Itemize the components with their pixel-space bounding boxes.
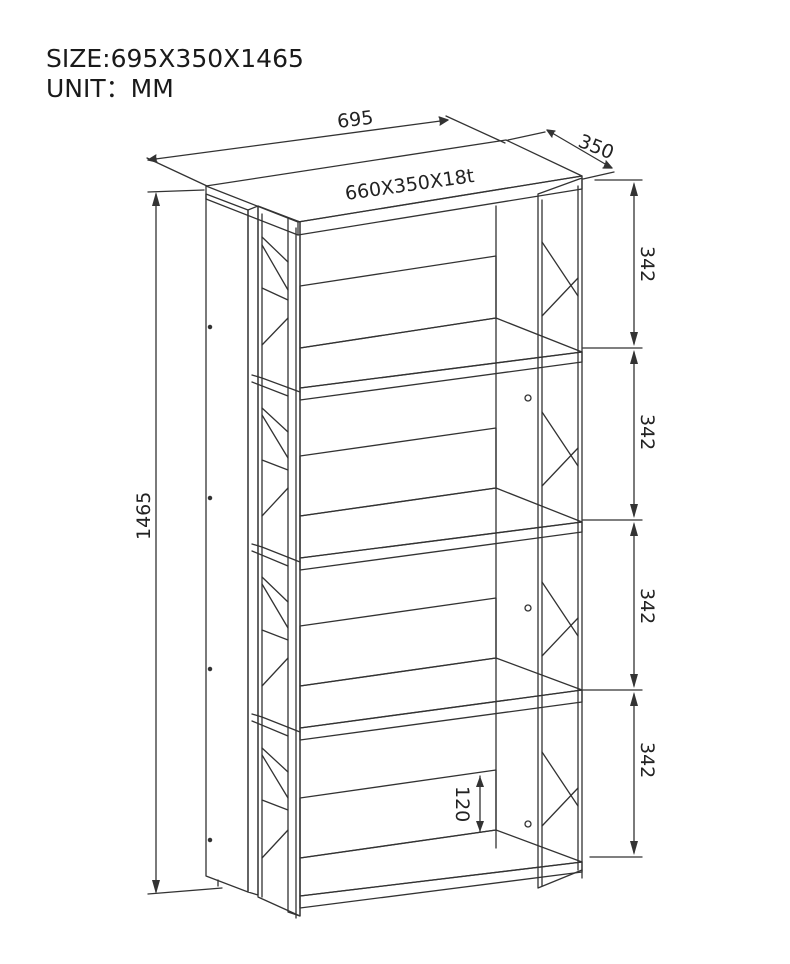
width-dimension: 695 [146,107,506,187]
shelf-gap-2-label: 342 [636,414,658,450]
width-label: 695 [336,107,375,133]
shelf-2 [299,427,583,571]
back-panel-label: 120 [451,786,473,822]
peg-hole [524,394,532,402]
left-side-board [205,193,249,893]
shelf-gap-dimensions: 342 342 342 342 [582,179,658,858]
height-label: 1465 [133,492,155,540]
depth-dimension: 350 [507,129,617,180]
shelf-gap-1-label: 342 [636,246,658,282]
size-spec: SIZE:695X350X1465 [46,44,304,73]
peg-hole [524,604,532,612]
shelf-gap-4-label: 342 [636,742,658,778]
bottom-shelf [299,769,583,909]
unit-spec: UNIT：MM [46,74,174,103]
shelf-body: 120 660X350X18t [205,139,583,919]
board-spec-label: 660X350X18t [344,165,476,205]
back-panel-dimension: 120 [451,775,484,833]
left-front-frame [247,205,301,919]
height-dimension: 1465 [133,189,223,895]
shelf-3 [299,597,583,741]
shelf-gap-3-label: 342 [636,588,658,624]
peg-hole [524,820,532,828]
shelf-1 [299,255,583,401]
